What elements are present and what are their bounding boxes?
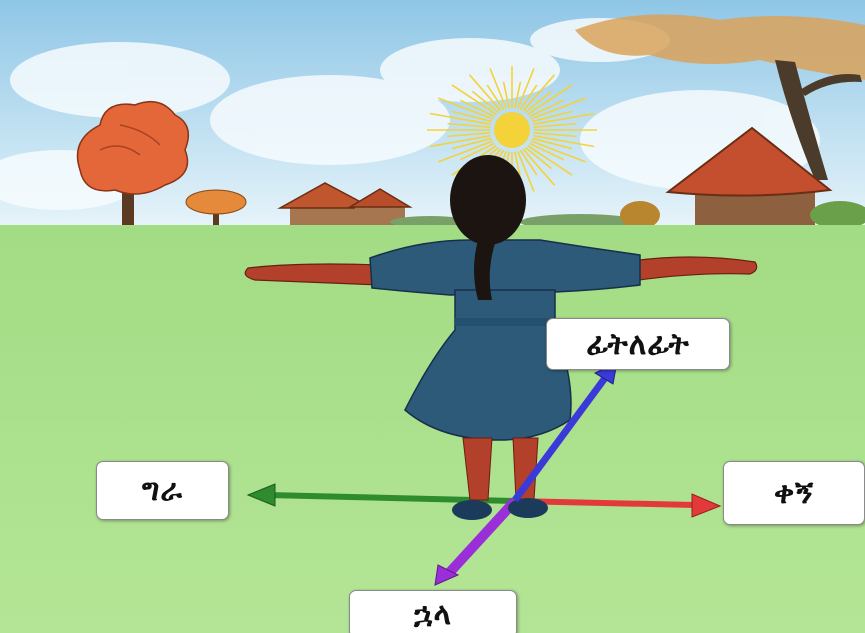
sun-ray	[514, 81, 522, 109]
sun-ray	[514, 151, 522, 179]
sun-ray	[468, 74, 502, 112]
sun-ray	[533, 134, 595, 148]
sun-ray	[532, 110, 573, 123]
tree-icon	[575, 14, 865, 180]
sun-ray	[533, 122, 577, 128]
sun-ray	[524, 146, 553, 170]
sun-ray	[527, 144, 573, 176]
sun-ray	[516, 150, 535, 192]
sun-ray	[429, 112, 491, 126]
sun-ray	[471, 90, 500, 114]
sun-ray	[533, 132, 577, 138]
arrow-right	[514, 493, 722, 518]
hut-icon	[665, 126, 833, 225]
sun-ray	[530, 97, 586, 120]
sun-ray	[519, 149, 538, 176]
sun-ray	[529, 142, 564, 161]
sun-ray	[460, 99, 495, 118]
sun-ray	[451, 110, 492, 123]
sun-ray	[460, 142, 495, 161]
label-left: ግራ	[96, 461, 229, 520]
sun-ray	[486, 84, 505, 111]
sun-ray	[429, 134, 491, 148]
sun-ray	[447, 132, 491, 138]
sun-ray	[519, 84, 538, 111]
tree-icon	[76, 100, 190, 225]
sun-ray	[529, 99, 564, 118]
girl-figure	[244, 155, 758, 520]
sun-disc	[494, 112, 530, 148]
sun-ray	[451, 84, 497, 116]
sun-ray	[524, 90, 553, 114]
sun-ray	[451, 137, 492, 150]
sun-ray	[532, 137, 573, 150]
sun-ray	[516, 68, 535, 110]
sun-ray	[530, 140, 586, 163]
sun-ray	[447, 122, 491, 128]
sun-ray	[527, 84, 573, 116]
sun-ray	[502, 81, 510, 109]
sun-icon	[427, 66, 597, 194]
sun-ray	[489, 68, 508, 110]
label-forward: ፊትለፊት	[546, 318, 730, 370]
sun-ray	[533, 112, 595, 126]
sun-ray	[438, 97, 494, 120]
sun-ray	[438, 140, 494, 163]
tree-icon	[185, 189, 247, 225]
hut-icon	[277, 182, 413, 225]
sun-ray	[522, 148, 556, 186]
label-back: ኋላ	[349, 590, 517, 633]
sun-ray	[522, 74, 556, 112]
arrow-back	[434, 497, 519, 586]
label-right: ቀኝ	[723, 461, 865, 525]
